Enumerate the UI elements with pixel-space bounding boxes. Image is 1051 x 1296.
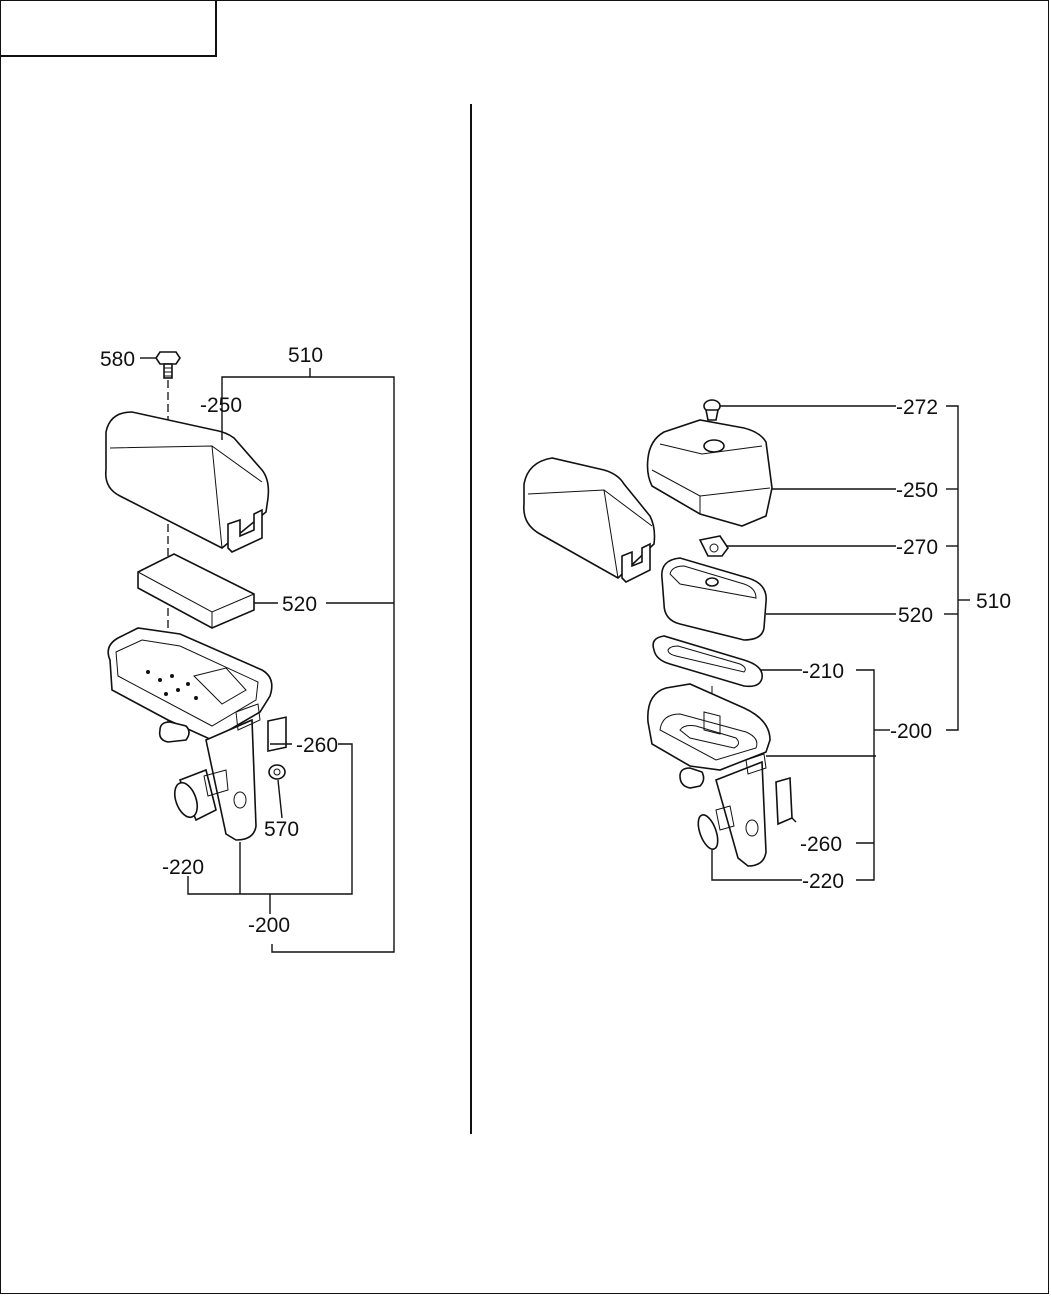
right-wing-screw-part	[703, 399, 721, 421]
left-nut-part	[268, 764, 286, 780]
left-bracket-200	[187, 743, 353, 895]
bolt-580-part	[155, 351, 181, 379]
right-base-part	[647, 683, 793, 867]
label-510-right: 510	[976, 590, 1011, 613]
left-base-part	[107, 627, 287, 841]
right-leader-220a	[711, 850, 802, 881]
label-220-left: -220	[162, 856, 204, 879]
label-570: 570	[264, 818, 299, 841]
label-200-left: -200	[248, 914, 290, 937]
label-260-left: -260	[296, 734, 338, 757]
right-cover-part	[646, 419, 773, 527]
right-bracket-510	[946, 405, 959, 731]
label-520-right: 520	[898, 604, 933, 627]
right-filter-part	[661, 557, 767, 641]
right-gasket-part	[652, 635, 763, 688]
label-250-right: -250	[896, 479, 938, 502]
left-cover-part	[104, 411, 270, 553]
left-diagram: 580 510 -250 520 -260 570 -220 -200	[100, 344, 395, 953]
label-520-left: 520	[282, 593, 317, 616]
left-bracket-510	[221, 376, 395, 953]
label-210: -210	[802, 660, 844, 683]
label-272: -272	[896, 396, 938, 419]
label-260-right: -260	[800, 833, 842, 856]
label-510-left: 510	[288, 344, 323, 367]
right-side-cover-part	[523, 457, 656, 583]
left-filter-part	[137, 553, 255, 629]
label-270: -270	[896, 536, 938, 559]
right-bracket-200	[856, 669, 875, 881]
left-leader-570	[277, 779, 283, 819]
label-200-right: -200	[890, 720, 932, 743]
right-diagram: -272 -250 -270 520 510 -210 -200 -260 -2…	[523, 396, 1011, 893]
label-250-left: -250	[200, 394, 242, 417]
right-wing-nut-part	[698, 535, 729, 557]
label-220-right: -220	[802, 870, 844, 893]
corner-box	[0, 0, 217, 57]
right-leader-260a	[791, 817, 797, 823]
label-580: 580	[100, 348, 135, 371]
